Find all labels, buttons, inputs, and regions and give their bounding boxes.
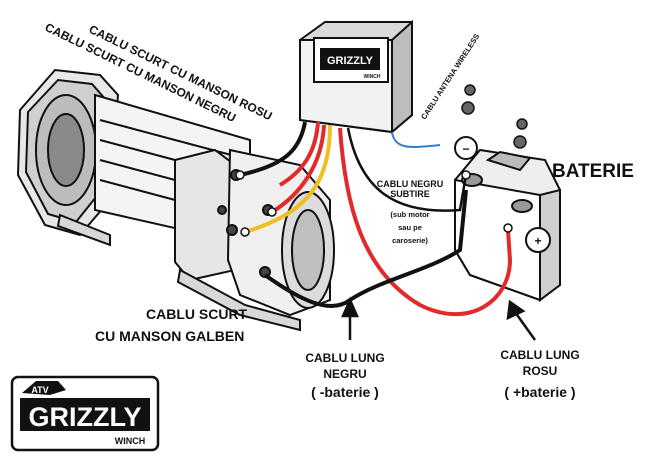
label-thin-black-2: SUBTIRE [390, 189, 430, 199]
logo-top: ATV [31, 385, 48, 395]
grizzly-logo: ATV GRIZZLY WINCH [10, 375, 160, 452]
label-thin-black-3: (sub motor [390, 210, 429, 219]
box-red-lead [270, 124, 326, 214]
winch [16, 68, 335, 332]
battery-nuts [461, 84, 528, 149]
label-thin-black-5: caroserie) [392, 236, 428, 245]
label-battery: BATERIE [552, 161, 634, 182]
long-red-cable [338, 127, 513, 317]
short-black-cable [239, 121, 307, 177]
logo-sub: WINCH [115, 436, 146, 446]
box-logo: GRIZZLY WINCH [320, 48, 381, 80]
control-box [299, 19, 413, 135]
short-red-cable [278, 121, 320, 187]
label-long-black-3: ( -baterie ) [311, 384, 379, 400]
logo-brand: GRIZZLY [28, 402, 141, 432]
box-logo-brand: GRIZZLY [327, 55, 374, 67]
battery-minus-sign: − [462, 142, 469, 156]
ring-terminals [235, 170, 513, 237]
thin-black-cable [346, 127, 468, 212]
label-long-red-2: ROSU [523, 364, 558, 378]
short-yellow-cable [244, 124, 332, 234]
label-short-yellow-2: CU MANSON GALBEN [95, 328, 244, 344]
pointer-arrows [341, 296, 537, 341]
label-thin-black-1: CABLU NEGRU [377, 179, 444, 189]
box-logo-sub: WINCH [364, 74, 381, 80]
battery-plus-sign: + [534, 234, 541, 248]
label-long-red-3: ( +baterie ) [504, 384, 575, 400]
antenna-cable [391, 131, 441, 148]
label-short-yellow-1: CABLU SCURT [146, 306, 248, 322]
label-long-black-1: CABLU LUNG [305, 351, 384, 365]
battery [454, 136, 561, 302]
label-long-black-2: NEGRU [323, 367, 366, 381]
label-thin-black-4: sau pe [398, 223, 422, 232]
label-long-red-1: CABLU LUNG [500, 348, 579, 362]
